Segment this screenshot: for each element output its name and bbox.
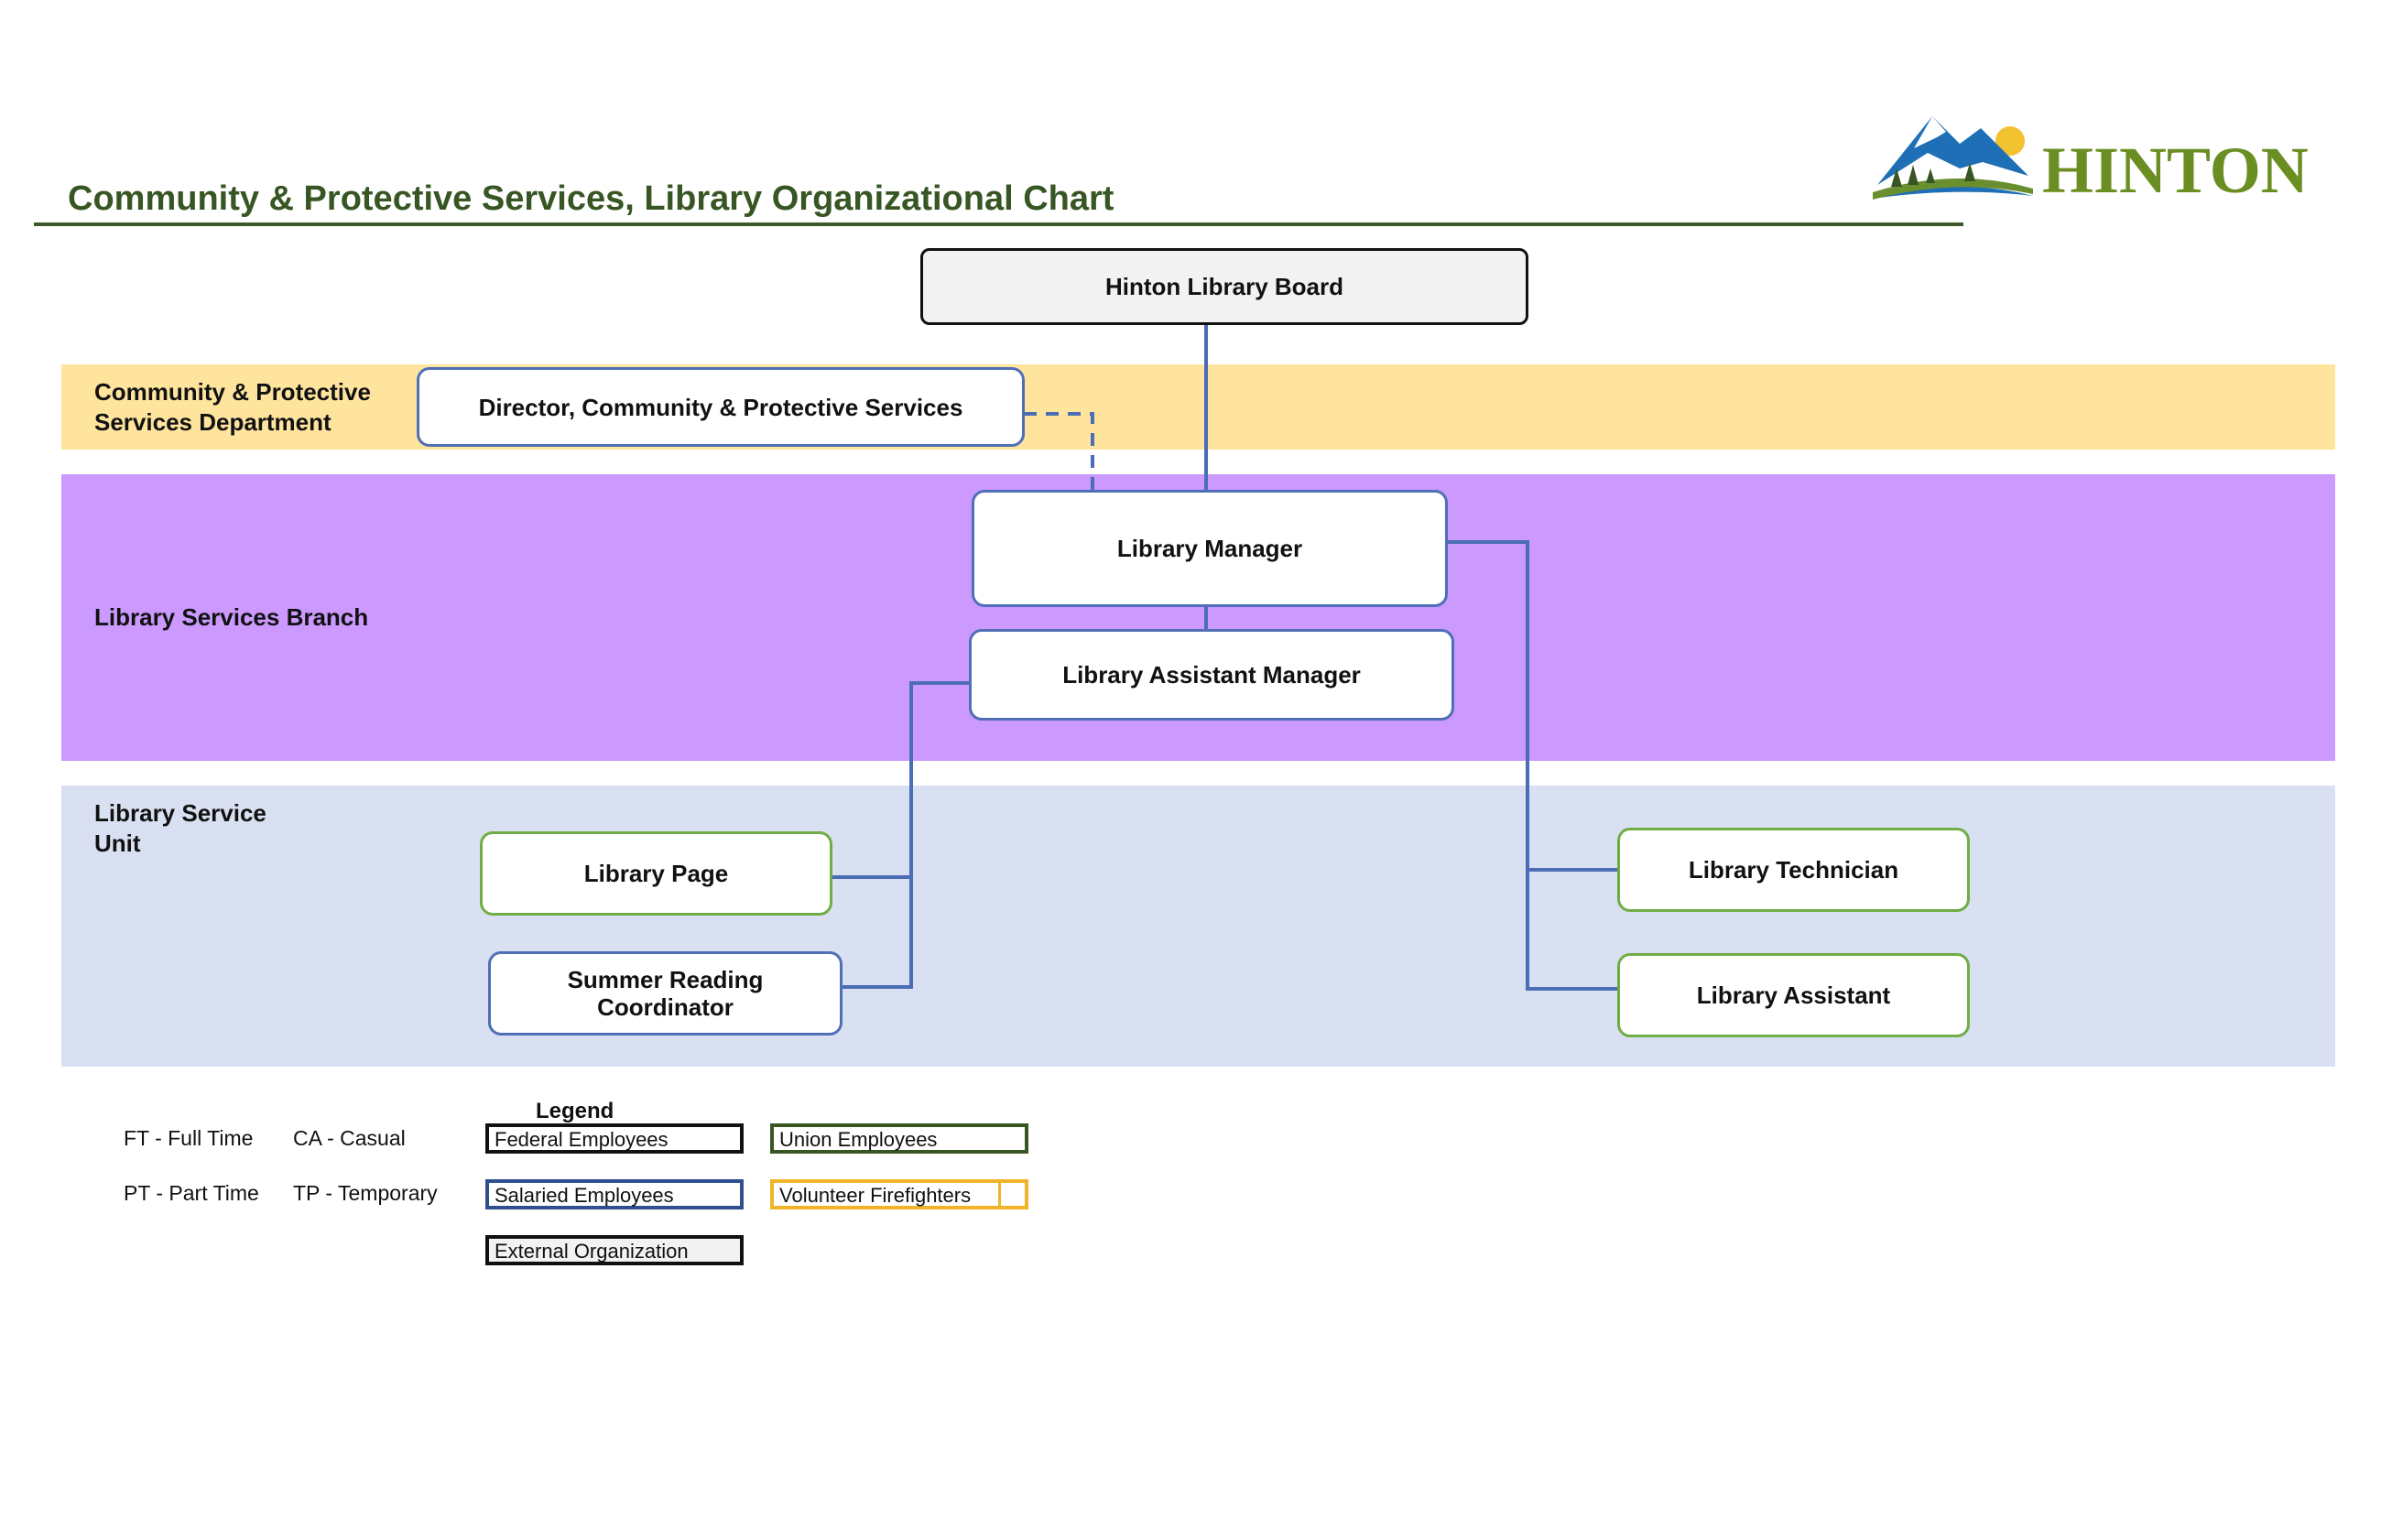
legend-external-organization: External Organization (485, 1235, 744, 1265)
abbr-temporary: TP - Temporary (293, 1181, 438, 1205)
legend-salaried-employees: Salaried Employees (485, 1179, 744, 1209)
unit-band (61, 786, 2335, 1067)
summer-reading-coordinator-box: Summer Reading Coordinator (488, 951, 843, 1036)
abbr-full-time: FT - Full Time (124, 1126, 254, 1150)
library-assistant-manager-box: Library Assistant Manager (969, 629, 1454, 721)
library-page-box: Library Page (480, 831, 832, 916)
library-board-box: Hinton Library Board (920, 248, 1528, 325)
mountain-logo-icon: HINTON (1873, 112, 2312, 212)
legend-volunteer-label: Volunteer Firefighters (779, 1184, 972, 1207)
legend-federal-employees: Federal Employees (485, 1123, 744, 1154)
legend-volunteer-divider (998, 1183, 1001, 1206)
hinton-logo: HINTON (1873, 112, 2312, 212)
library-technician-box: Library Technician (1617, 828, 1970, 912)
logo-text: HINTON (2042, 134, 2309, 207)
legend-title: Legend (536, 1099, 614, 1123)
unit-band-label: Library Service Unit (94, 799, 266, 857)
branch-band-label: Library Services Branch (94, 603, 369, 631)
abbr-casual: CA - Casual (293, 1126, 406, 1150)
library-manager-box: Library Manager (972, 490, 1448, 607)
legend-union-employees: Union Employees (770, 1123, 1028, 1154)
page-title: Community & Protective Services, Library… (68, 179, 1114, 218)
legend-volunteer-firefighters: Volunteer Firefighters (770, 1179, 1028, 1209)
library-assistant-box: Library Assistant (1617, 953, 1970, 1037)
department-band (61, 364, 2335, 450)
department-band-label: Community & Protective Services Departme… (94, 378, 371, 436)
abbr-part-time: PT - Part Time (124, 1181, 259, 1205)
director-box: Director, Community & Protective Service… (417, 367, 1025, 447)
title-divider (34, 222, 1963, 226)
